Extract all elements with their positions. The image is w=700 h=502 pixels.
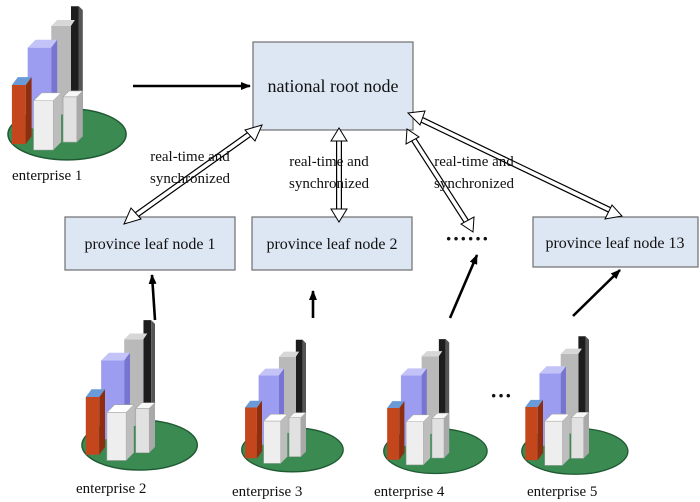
- arrow-enterprise2-to-leaf1: [148, 274, 157, 321]
- sync-label-1: real-time and synchronized: [150, 149, 230, 187]
- sync-label-2: real-time and synchronized: [289, 154, 369, 192]
- sync-label-1-line1: real-time and: [150, 149, 230, 165]
- sync-arrow-root-leaf13: [406, 110, 623, 220]
- sync-label-3-line1: real-time and: [434, 154, 514, 170]
- enterprise-3-building-icon: [241, 339, 344, 473]
- province-leaf-node-1-label: province leaf node 1: [84, 236, 215, 253]
- enterprise-4-label: enterprise 4: [374, 484, 445, 500]
- enterprise-2-label: enterprise 2: [76, 481, 146, 497]
- enterprise-2-building-icon: [81, 319, 199, 471]
- national-root-node: national root node: [252, 41, 414, 131]
- national-root-node-label: national root node: [268, 76, 399, 96]
- sync-arrow-root-ellipsis: [405, 128, 475, 233]
- sync-label-3-line2: synchronized: [434, 176, 514, 192]
- sync-label-2-line1: real-time and: [289, 154, 369, 170]
- sync-label-3: real-time and synchronized: [434, 154, 514, 192]
- sync-label-1-line2: synchronized: [150, 171, 230, 187]
- enterprise-5-building-icon: [521, 335, 629, 475]
- enterprise-1-building-icon: [7, 6, 127, 161]
- enterprise-4-building-icon: [383, 338, 488, 475]
- province-leaf-node-13: province leaf node 13: [532, 216, 699, 268]
- enterprise-ellipsis: ···: [490, 383, 512, 408]
- sync-arrow-root-leaf1: [123, 124, 263, 225]
- sync-label-2-line2: synchronized: [289, 176, 369, 192]
- enterprise-3-label: enterprise 3: [232, 484, 302, 500]
- province-leaf-node-2-label: province leaf node 2: [266, 236, 397, 253]
- province-leaf-node-13-label: province leaf node 13: [545, 235, 684, 252]
- leaf-node-ellipsis: ······: [445, 226, 489, 251]
- province-leaf-node-2: province leaf node 2: [251, 216, 413, 271]
- enterprise-5-label: enterprise 5: [527, 484, 597, 500]
- arrow-enterprise5-to-leaf13: [572, 269, 621, 317]
- arrow-enterprise4-to-ellipsis: [448, 254, 479, 319]
- sync-arrow-root-leaf2: [330, 127, 348, 223]
- enterprise-1-label: enterprise 1: [12, 168, 82, 184]
- province-leaf-node-1: province leaf node 1: [64, 216, 236, 271]
